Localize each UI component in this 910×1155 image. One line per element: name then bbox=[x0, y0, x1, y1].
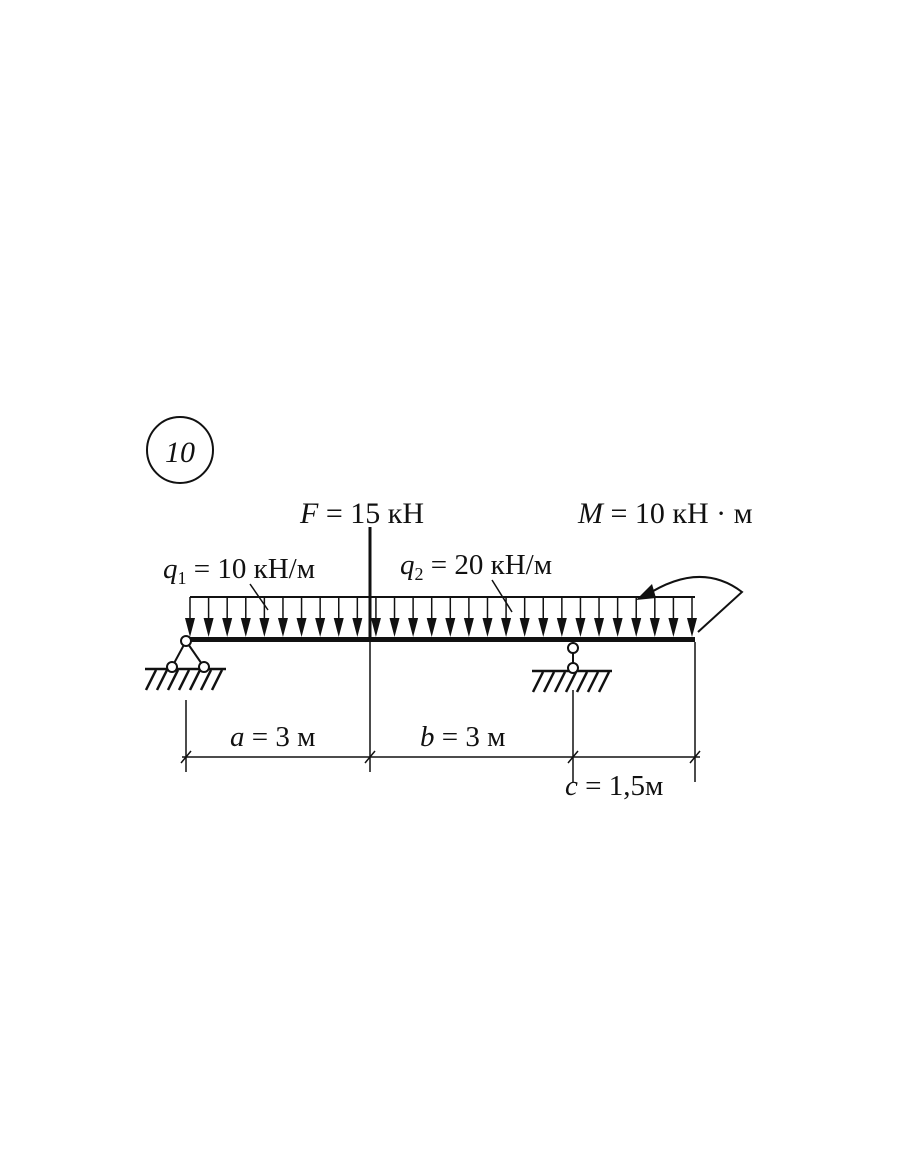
left-pinned-support bbox=[144, 635, 226, 691]
load-arrowhead-icon bbox=[333, 618, 344, 637]
q2-symbol: q bbox=[400, 549, 415, 581]
moment-arrowhead-icon bbox=[636, 584, 656, 600]
load-arrowhead-icon bbox=[370, 618, 381, 637]
load-arrowhead-icon bbox=[352, 618, 363, 637]
load-arrowhead-icon bbox=[185, 618, 195, 637]
beam bbox=[186, 637, 695, 642]
ground-hatch bbox=[597, 671, 611, 693]
load-arrowhead-icon bbox=[556, 618, 567, 637]
force-value: = 15 кН bbox=[318, 497, 424, 530]
load-arrowhead-icon bbox=[296, 618, 307, 637]
force-label: F = 15 кН bbox=[299, 497, 424, 530]
ground-hatch bbox=[188, 669, 202, 691]
ground-hatch bbox=[210, 669, 224, 691]
load-arrowhead-icon bbox=[501, 618, 512, 637]
load-arrowhead-icon bbox=[482, 618, 493, 637]
load-arrowhead-icon bbox=[222, 618, 233, 637]
load-arrowhead-icon bbox=[575, 618, 586, 637]
q1-subscript: 1 bbox=[178, 568, 187, 588]
q2-subscript: 2 bbox=[415, 564, 424, 584]
load-arrowhead-icon bbox=[649, 618, 660, 637]
q1-value: = 10 кН/м bbox=[187, 553, 316, 585]
ground-hatch bbox=[586, 671, 600, 693]
force-symbol: F bbox=[299, 497, 319, 530]
moment-symbol: M bbox=[577, 497, 605, 530]
ground-hatch bbox=[177, 669, 191, 691]
dimension-c-value: = 1,5м bbox=[578, 770, 663, 802]
dimension-b: b = 3 м bbox=[420, 721, 505, 753]
dimension-c: c = 1,5м bbox=[565, 770, 663, 802]
load-arrowhead-icon bbox=[687, 618, 697, 637]
problem-number: 10 bbox=[165, 436, 195, 469]
load-arrowhead-icon bbox=[519, 618, 530, 637]
load-arrowhead-icon bbox=[631, 618, 642, 637]
load-arrowhead-icon bbox=[259, 618, 270, 637]
dimension-lines bbox=[180, 642, 701, 782]
load-arrowhead-icon bbox=[594, 618, 605, 637]
ground-hatch bbox=[564, 671, 578, 693]
moment-label: M = 10 кН · м bbox=[577, 497, 753, 530]
load-arrowhead-icon bbox=[668, 618, 679, 637]
q2-value: = 20 кН/м bbox=[424, 549, 553, 581]
dimension-b-value: = 3 м bbox=[435, 721, 506, 753]
moment-arc bbox=[644, 575, 744, 633]
q1-symbol: q bbox=[163, 553, 178, 585]
load-arrowhead-icon bbox=[426, 618, 437, 637]
load-arrowhead-icon bbox=[463, 618, 474, 637]
dimension-a-value: = 3 м bbox=[245, 721, 316, 753]
dimension-c-symbol: c bbox=[565, 770, 578, 802]
ground-hatch bbox=[155, 669, 169, 691]
moment-value: = 10 кН · м bbox=[603, 497, 753, 530]
load-arrowhead-icon bbox=[538, 618, 549, 637]
ground-hatch bbox=[575, 671, 589, 693]
load-arrowhead-icon bbox=[315, 618, 326, 637]
dimension-b-symbol: b bbox=[420, 721, 435, 753]
load-arrowhead-icon bbox=[445, 618, 456, 637]
load-arrowhead-icon bbox=[203, 618, 214, 637]
ground-hatch bbox=[531, 671, 545, 693]
dimension-a: a = 3 м bbox=[230, 721, 315, 753]
problem-number-circle bbox=[146, 416, 214, 484]
q1-label: q1 = 10 кН/м bbox=[163, 553, 315, 588]
load-arrowhead-icon bbox=[240, 618, 251, 637]
ground-hatch bbox=[199, 669, 213, 691]
ground-hatch bbox=[166, 669, 180, 691]
right-roller-support bbox=[531, 642, 612, 693]
ground-hatch bbox=[553, 671, 567, 693]
ground-hatch bbox=[542, 671, 556, 693]
distributed-load-arrows bbox=[185, 597, 697, 637]
dimension-a-symbol: a bbox=[230, 721, 245, 753]
load-arrowhead-icon bbox=[612, 618, 623, 637]
load-arrowhead-icon bbox=[389, 618, 400, 637]
load-arrowhead-icon bbox=[277, 618, 288, 637]
load-arrowhead-icon bbox=[408, 618, 419, 637]
q2-label: q2 = 20 кН/м bbox=[400, 549, 552, 584]
ground-hatch bbox=[144, 669, 158, 691]
